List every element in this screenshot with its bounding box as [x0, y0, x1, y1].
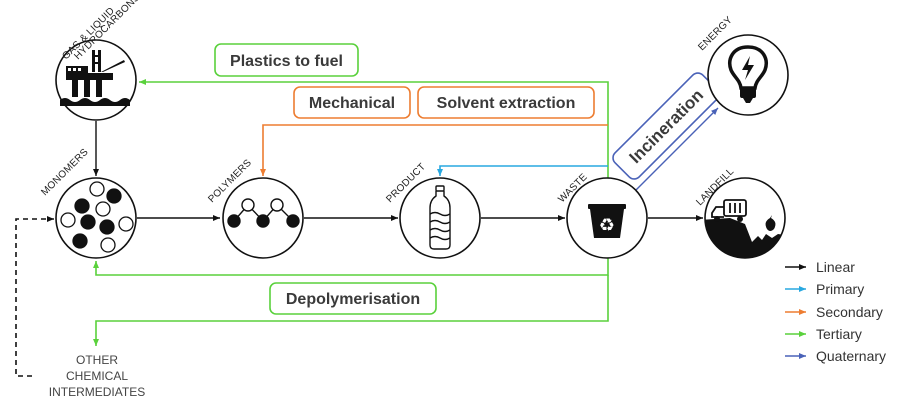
flow-plastics-to-fuel	[139, 79, 609, 178]
other-label-2: CHEMICAL	[66, 369, 128, 383]
process-solvent-extraction-label: Solvent extraction	[437, 95, 576, 112]
flow-depolymerisation	[93, 258, 609, 276]
flow-secondary	[260, 124, 608, 176]
node-polymers: POLYMERS	[206, 157, 304, 259]
legend-label-linear: Linear	[816, 259, 855, 275]
legend-item-quaternary: Quaternary	[785, 348, 886, 364]
legend-label-primary: Primary	[816, 281, 864, 297]
flow-intermediates-to-monomers	[15, 216, 54, 377]
monomer-dots-icon	[60, 181, 134, 253]
legend-item-linear: Linear	[785, 259, 855, 275]
other-label-1: OTHER	[76, 353, 118, 367]
recycle-bin-icon: ♻	[588, 204, 626, 238]
legend-item-secondary: Secondary	[785, 304, 883, 320]
process-mechanical-label: Mechanical	[309, 95, 395, 112]
legend-label-secondary: Secondary	[816, 304, 883, 320]
polymer-chain-icon	[227, 198, 300, 228]
node-energy: ENERGY	[696, 15, 789, 116]
legend-label-quaternary: Quaternary	[816, 348, 886, 364]
oil-platform-icon	[60, 50, 130, 106]
flow-other-intermediates	[93, 275, 609, 346]
bottle-icon	[429, 185, 451, 250]
process-depolymerisation-label: Depolymerisation	[286, 291, 420, 308]
node-waste: ♻ WASTE	[556, 172, 648, 259]
legend-item-primary: Primary	[785, 281, 864, 297]
process-incineration: Incineration	[612, 72, 720, 180]
other-label-3: INTERMEDIATES	[49, 385, 145, 399]
process-mechanical: Mechanical	[293, 86, 411, 119]
legend-item-tertiary: Tertiary	[785, 326, 862, 342]
legend: Linear Primary Secondary Tertiary Quater…	[785, 259, 886, 364]
flow-primary	[437, 165, 608, 176]
process-incineration-label: Incineration	[626, 86, 708, 168]
process-solvent-extraction: Solvent extraction	[417, 86, 595, 119]
legend-label-tertiary: Tertiary	[816, 326, 862, 342]
node-product: PRODUCT	[384, 161, 481, 259]
node-landfill: LANDFILL	[694, 166, 786, 259]
lightbulb-icon	[728, 45, 768, 103]
process-plastics-to-fuel: Plastics to fuel	[214, 43, 359, 77]
node-hydrocarbons: GAS & LIQUID HYDROCARBONS	[55, 0, 142, 121]
svg-text:♻: ♻	[599, 215, 615, 236]
process-depolymerisation: Depolymerisation	[269, 282, 437, 315]
process-plastics-to-fuel-label: Plastics to fuel	[230, 53, 343, 70]
flow-incineration	[635, 107, 719, 191]
node-other-intermediates: OTHER CHEMICAL INTERMEDIATES	[49, 353, 145, 399]
node-monomers: MONOMERS	[39, 147, 137, 259]
